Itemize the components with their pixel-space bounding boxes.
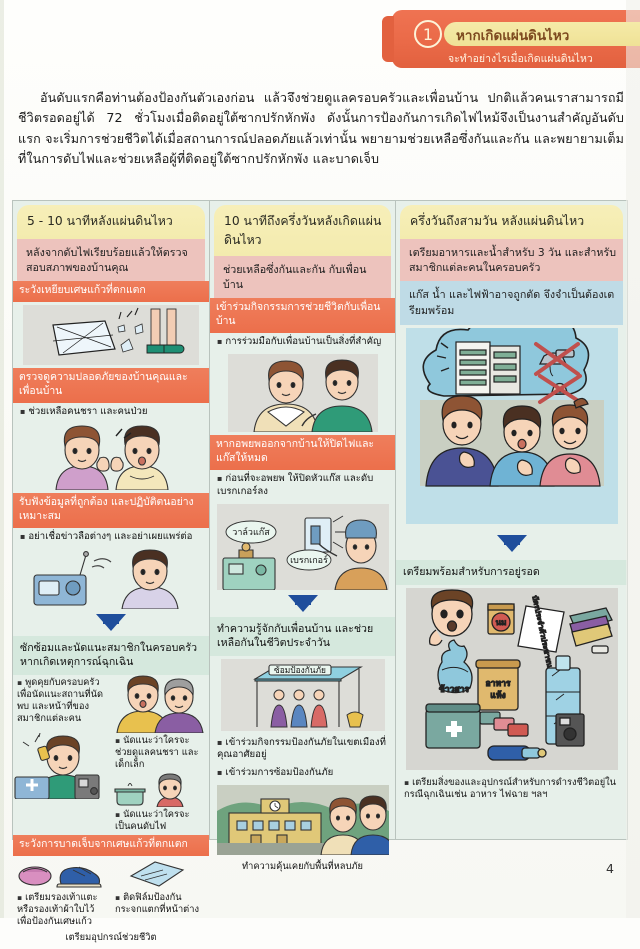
- footer-prepare-rescue-equipment: เตรียมอุปกรณ์ช่วยชีวิต: [65, 932, 157, 944]
- illustration-two-people-talking: [36, 424, 186, 491]
- banner-utilities-may-be-cut: แก๊ส น้ำ และไฟฟ้าอาจถูกตัด จึงจำเป็นต้อง…: [400, 281, 623, 326]
- label-breaker: เบรกเกอร์: [290, 554, 328, 566]
- label-disaster-drill: ซ้อมป้องกันภัย: [274, 665, 326, 675]
- illustration-pot-on-stove: [114, 782, 146, 806]
- illustration-radio-and-man-listening: [26, 549, 196, 609]
- intro-paragraph: อันดับแรกคือท่านต้องป้องกันตัวเองก่อน แล…: [18, 90, 624, 167]
- column-body: แก๊ส น้ำ และไฟฟ้าอาจถูกตัด จึงจำเป็นต้อง…: [396, 281, 627, 808]
- flow-arrow-col1: [13, 612, 209, 636]
- label-gas-valve: วาล์วแก๊ส: [232, 526, 270, 538]
- illustration-couple-embracing: [116, 674, 204, 733]
- bullet-do-not-spread-rumors: อย่าเชื่อข่าวลือต่างๆ และอย่าเผยแพร่ต่อ: [13, 528, 209, 546]
- column-5-10-minutes: 5 - 10 นาทีหลังแผ่นดินไหว หลังจากดับไฟเร…: [12, 200, 210, 943]
- footer-prepare-survival-supplies: เตรียมสิ่งของและอุปกรณ์สำหรับการดำรงชีวิ…: [396, 773, 627, 809]
- column-heading: 5 - 10 นาทีหลังแผ่นดินไหว: [17, 205, 205, 239]
- bullet-who-cares-elderly-children: นัดแนะว่าใครจะช่วยดูแลคนชรา และเด็กเล็ก: [111, 733, 205, 773]
- column-subheading: หลังจากดับไฟเรียบร้อยแล้วให้ตรวจสอบสภาพข…: [17, 239, 205, 282]
- lower-heading-know-neighbors: ทำความรู้จักกับเพื่อนบ้าน และช่วยเหลือกั…: [210, 616, 395, 656]
- lower-heading-prepare-survival: เตรียมพร้อมสำหรับการอยู่รอด: [396, 560, 627, 585]
- illustration-two-people-helping-first-aid: [227, 354, 378, 433]
- illustration-gas-valve-and-breaker: วาล์วแก๊ส เบรกเกอร์: [216, 503, 389, 590]
- banner-check-home-safety: ตรวจดูความปลอดภัยของบ้านคุณและเพื่อนบ้าน: [13, 368, 209, 404]
- down-arrow-icon: [96, 613, 126, 631]
- bullet-family-meeting-point: พูดคุยกับครอบครัวเพื่อนัดแนะสถานที่นัดพบ…: [13, 675, 109, 727]
- bullet-cooperation-important: การร่วมมือกับเพื่อนบ้านเป็นสิ่งที่สำคัญ: [210, 333, 395, 351]
- chapter-number-badge: 1: [414, 20, 442, 48]
- illustration-broken-glass-frame-feet: [23, 305, 199, 366]
- column-body: เข้าร่วมกิจกรรมการช่วยชีวิตกับเพื่อนบ้าน…: [210, 298, 395, 878]
- column-halfday-to-3days: ครึ่งวันถึงสามวัน หลังแผ่นดินไหว เตรียมอ…: [396, 200, 628, 840]
- label-milk: นม: [495, 618, 506, 627]
- label-rice: ข้าวสาร: [438, 684, 469, 695]
- column-heading: 10 นาทีถึงครึ่งวันหลังเกิดแผ่นดินไหว: [214, 205, 391, 256]
- footer-familiarize-shelter-area: ทำความคุ้นเคยกับพื้นที่หลบภัย: [241, 861, 363, 873]
- column-body: ระวังเหยียบเศษแก้วที่ตกแตก: [13, 281, 209, 949]
- illustration-man-with-flashlight-firstaid-radio: [14, 732, 100, 799]
- down-arrow-icon: [496, 535, 527, 553]
- illustration-elderly-woman-face: [156, 773, 184, 807]
- document-page: 1 หากเกิดแผ่นดินไหว จะทำอย่างไรเมื่อเกิด…: [0, 0, 640, 918]
- banner-watch-broken-glass: ระวังเหยียบเศษแก้วที่ตกแตก: [13, 281, 209, 303]
- caption-prepare-shoes: เตรียมรองเท้าแตะหรือรองเท้าผ้าใบไว้เพื่อ…: [13, 890, 109, 930]
- column-subheading: ช่วยเหลือซึ่งกันและกัน กับเพื่อนบ้าน: [214, 256, 391, 299]
- page-number: 4: [606, 861, 614, 876]
- flow-arrow-col2: [210, 593, 395, 617]
- label-dried-food-1: อาหาร: [485, 679, 510, 689]
- caption-apply-window-film: ติดฟิล์มป้องกันกระจกแตกที่หน้าต่าง: [111, 890, 205, 918]
- bullet-who-puts-out-fire: นัดแนะว่าใครจะเป็นคนดับไฟ: [111, 807, 205, 835]
- illustration-emergency-supplies-kit: นม บัตรประจำตัวประชาชน: [405, 587, 618, 770]
- bullet-help-elderly-sick: ช่วยเหลือคนชรา และคนป่วย: [13, 403, 209, 421]
- illustration-slippers-and-shoe: [18, 866, 102, 888]
- banner-avoid-glass-injury: ระวังการบาดเจ็บจากเศษแก้วที่ตกแตก: [13, 834, 209, 856]
- down-arrow-icon: [287, 594, 318, 612]
- illustration-window-film-sheet: [129, 861, 185, 887]
- lower-content-col1-b: นัดแนะว่าใครจะช่วยดูแลคนชรา และเด็กเล็ก: [13, 732, 209, 835]
- lower-subitems-col1: เตรียมรองเท้าแตะหรือรองเท้าผ้าใบไว้เพื่อ…: [13, 856, 209, 930]
- banner-listen-correct-info: รับฟังข้อมูลที่ถูกต้อง และปฏิบัติตนอย่าง…: [13, 493, 209, 528]
- label-dried-food-2: แห้ง: [490, 690, 505, 701]
- lower-heading-family-drill: ซักซ้อมและนัดแนะสมาชิกในครอบครัว หากเกิด…: [13, 635, 209, 675]
- timeline-columns: 5 - 10 นาทีหลังแผ่นดินไหว หลังจากดับไฟเร…: [12, 200, 628, 943]
- illustration-evacuation-building-and-couple: [216, 785, 389, 856]
- banner-join-rescue-with-neighbors: เข้าร่วมกิจกรรมการช่วยชีวิตกับเพื่อนบ้าน: [210, 298, 395, 334]
- lower-content-col1: พูดคุยกับครอบครัวเพื่อนัดแนะสถานที่นัดพบ…: [13, 674, 209, 733]
- flow-arrow-col3: [396, 527, 627, 560]
- illustration-community-safety-drill-tent: ซ้อมป้องกันภัย: [220, 658, 385, 731]
- chapter-title-bar: [444, 22, 640, 46]
- column-10min-to-halfday: 10 นาทีถึงครึ่งวันหลังเกิดแผ่นดินไหว ช่ว…: [210, 200, 396, 872]
- bullet-join-local-disaster-activities: เข้าร่วมกิจกรรมป้องกันภัยในเขตเมืองที่คุ…: [210, 734, 395, 765]
- bullet-close-gas-and-breaker: ก่อนที่จะอพยพ ให้ปิดหัวแก๊ส และดับเบรกเก…: [210, 470, 395, 501]
- column-heading: ครึ่งวันถึงสามวัน หลังแผ่นดินไหว: [400, 205, 623, 239]
- illustration-family-worried-thought-bubble: [405, 328, 618, 525]
- page-title: หากเกิดแผ่นดินไหว: [456, 28, 570, 44]
- bullet-join-disaster-drill: เข้าร่วมการซ้อมป้องกันภัย: [210, 764, 395, 782]
- page-subtitle: จะทำอย่างไรเมื่อเกิดแผ่นดินไหว: [448, 53, 593, 65]
- column-subheading: เตรียมอาหารและน้ำสำหรับ 3 วัน และสำหรับส…: [400, 239, 623, 282]
- banner-shut-off-gas-electricity: หากอพยพออกจากบ้านให้ปิดไฟและแก๊สให้หมด: [210, 435, 395, 471]
